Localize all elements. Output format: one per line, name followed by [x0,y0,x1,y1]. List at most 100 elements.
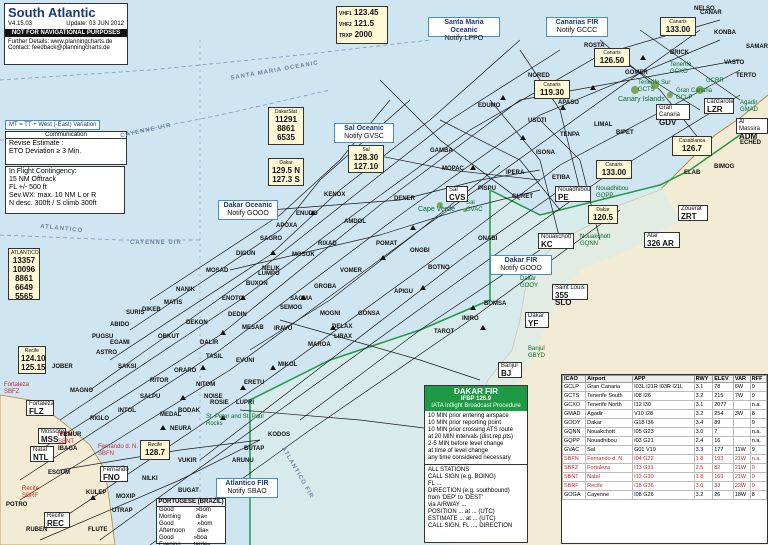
waypoint-neura[interactable]: NEURA [170,426,192,432]
waypoint-pomat[interactable]: POMAT [376,241,398,247]
waypoint-nored[interactable]: NORED [528,73,550,79]
waypoint-iravu[interactable]: IRAVU [274,326,293,332]
waypoint-dikeb[interactable]: DIKEB [142,307,161,313]
waypoint-rosie[interactable]: ROSIE [210,400,229,406]
waypoint-ruben[interactable]: RUBEN [26,527,48,533]
waypoint-mogni[interactable]: MOGNI [320,311,341,317]
waypoint-rixad[interactable]: RIXAD [318,241,337,247]
waypoint-edumo[interactable]: EDUMO [478,103,501,109]
waypoint-iniro[interactable]: INIRO [462,316,479,322]
waypoint-potro[interactable]: POTRO [6,502,28,508]
waypoint-matis[interactable]: MATIS [164,300,183,306]
waypoint-saksi[interactable]: SAKSI [118,364,137,370]
waypoint-butap[interactable]: BUTAP [244,446,265,452]
waypoint-gomer[interactable]: GOMER [625,70,648,76]
details-link[interactable]: Further Details: www.planningcharts.de [8,39,113,45]
waypoint-mesab[interactable]: MESAB [242,325,264,331]
waypoint-enoto[interactable]: ENOTO [222,296,244,302]
waypoint-ibaga[interactable]: IBAGA [58,446,78,452]
waypoint-usoti[interactable]: USOTI [528,118,547,124]
waypoint-astro[interactable]: ASTRO [96,350,117,356]
waypoint-dekon[interactable]: DEKON [186,320,208,326]
waypoint-terto[interactable]: TERTO [736,73,757,79]
waypoint-dedin[interactable]: DEDIN [228,312,247,318]
waypoint-arunu[interactable]: ARUNU [232,458,254,464]
waypoint-brick[interactable]: BRICK [670,50,689,56]
waypoint-utrap[interactable]: UTRAP [112,508,133,514]
waypoint-dener[interactable]: DENER [394,196,416,202]
waypoint-apaso[interactable]: APASO [558,100,579,106]
waypoint-abido[interactable]: ABIDO [110,322,130,328]
waypoint-vukir[interactable]: VUKIR [178,458,197,464]
waypoint-sagro[interactable]: SAGRO [260,236,283,242]
waypoint-riglo[interactable]: RIGLO [90,416,109,422]
waypoint-moxip[interactable]: MOXIP [116,494,136,500]
waypoint-delax[interactable]: DELAX [332,324,353,330]
waypoint-ritor[interactable]: RITOR [150,378,169,384]
waypoint-isona[interactable]: ISONA [536,150,556,156]
waypoint-semog[interactable]: SEMOG [280,305,303,311]
waypoint-ipera[interactable]: IPERA [506,170,525,176]
waypoint-lupri[interactable]: LUPRI [236,400,254,406]
waypoint-bimog[interactable]: BIMOG [714,164,735,170]
contact-link[interactable]: Contact: feedback@planningcharts.de [8,45,110,51]
waypoint-obkut[interactable]: OBKUT [158,334,180,340]
waypoint-sagma[interactable]: SAGMA [290,296,313,302]
waypoint-mosad[interactable]: MOSAD [206,268,229,274]
waypoint-evuni[interactable]: EVUNI [236,358,255,364]
waypoint-digun[interactable]: DIGUN [236,251,256,257]
waypoint-rosta[interactable]: ROSTA [584,43,605,49]
airport-fernando[interactable]: Fernando d. N.SBFN [98,444,138,458]
waypoint-nanik[interactable]: NANIK [176,287,195,293]
waypoint-pispu[interactable]: PISPU [478,186,497,192]
waypoint-buxon[interactable]: BUXON [246,281,268,287]
waypoint-gamba[interactable]: GAMBA [430,148,453,154]
waypoint-eretu[interactable]: ERETU [244,380,265,386]
waypoint-tarot[interactable]: TAROT [434,329,455,335]
waypoint-tenpa[interactable]: TENPA [560,132,580,138]
waypoint-lumpo[interactable]: LUMPO [258,271,280,277]
waypoint-dalir[interactable]: DALIR [200,340,219,346]
waypoint-amdol[interactable]: AMDOL [344,219,366,225]
waypoint-kulep[interactable]: KULEP [86,490,107,496]
waypoint-samar[interactable]: SAMAR [746,44,768,50]
waypoint-guret[interactable]: GURET [512,194,533,200]
waypoint-maroa[interactable]: MAROA [308,342,331,348]
waypoint-egami[interactable]: EGAMI [110,340,130,346]
waypoint-suris[interactable]: SURIS [126,310,145,316]
